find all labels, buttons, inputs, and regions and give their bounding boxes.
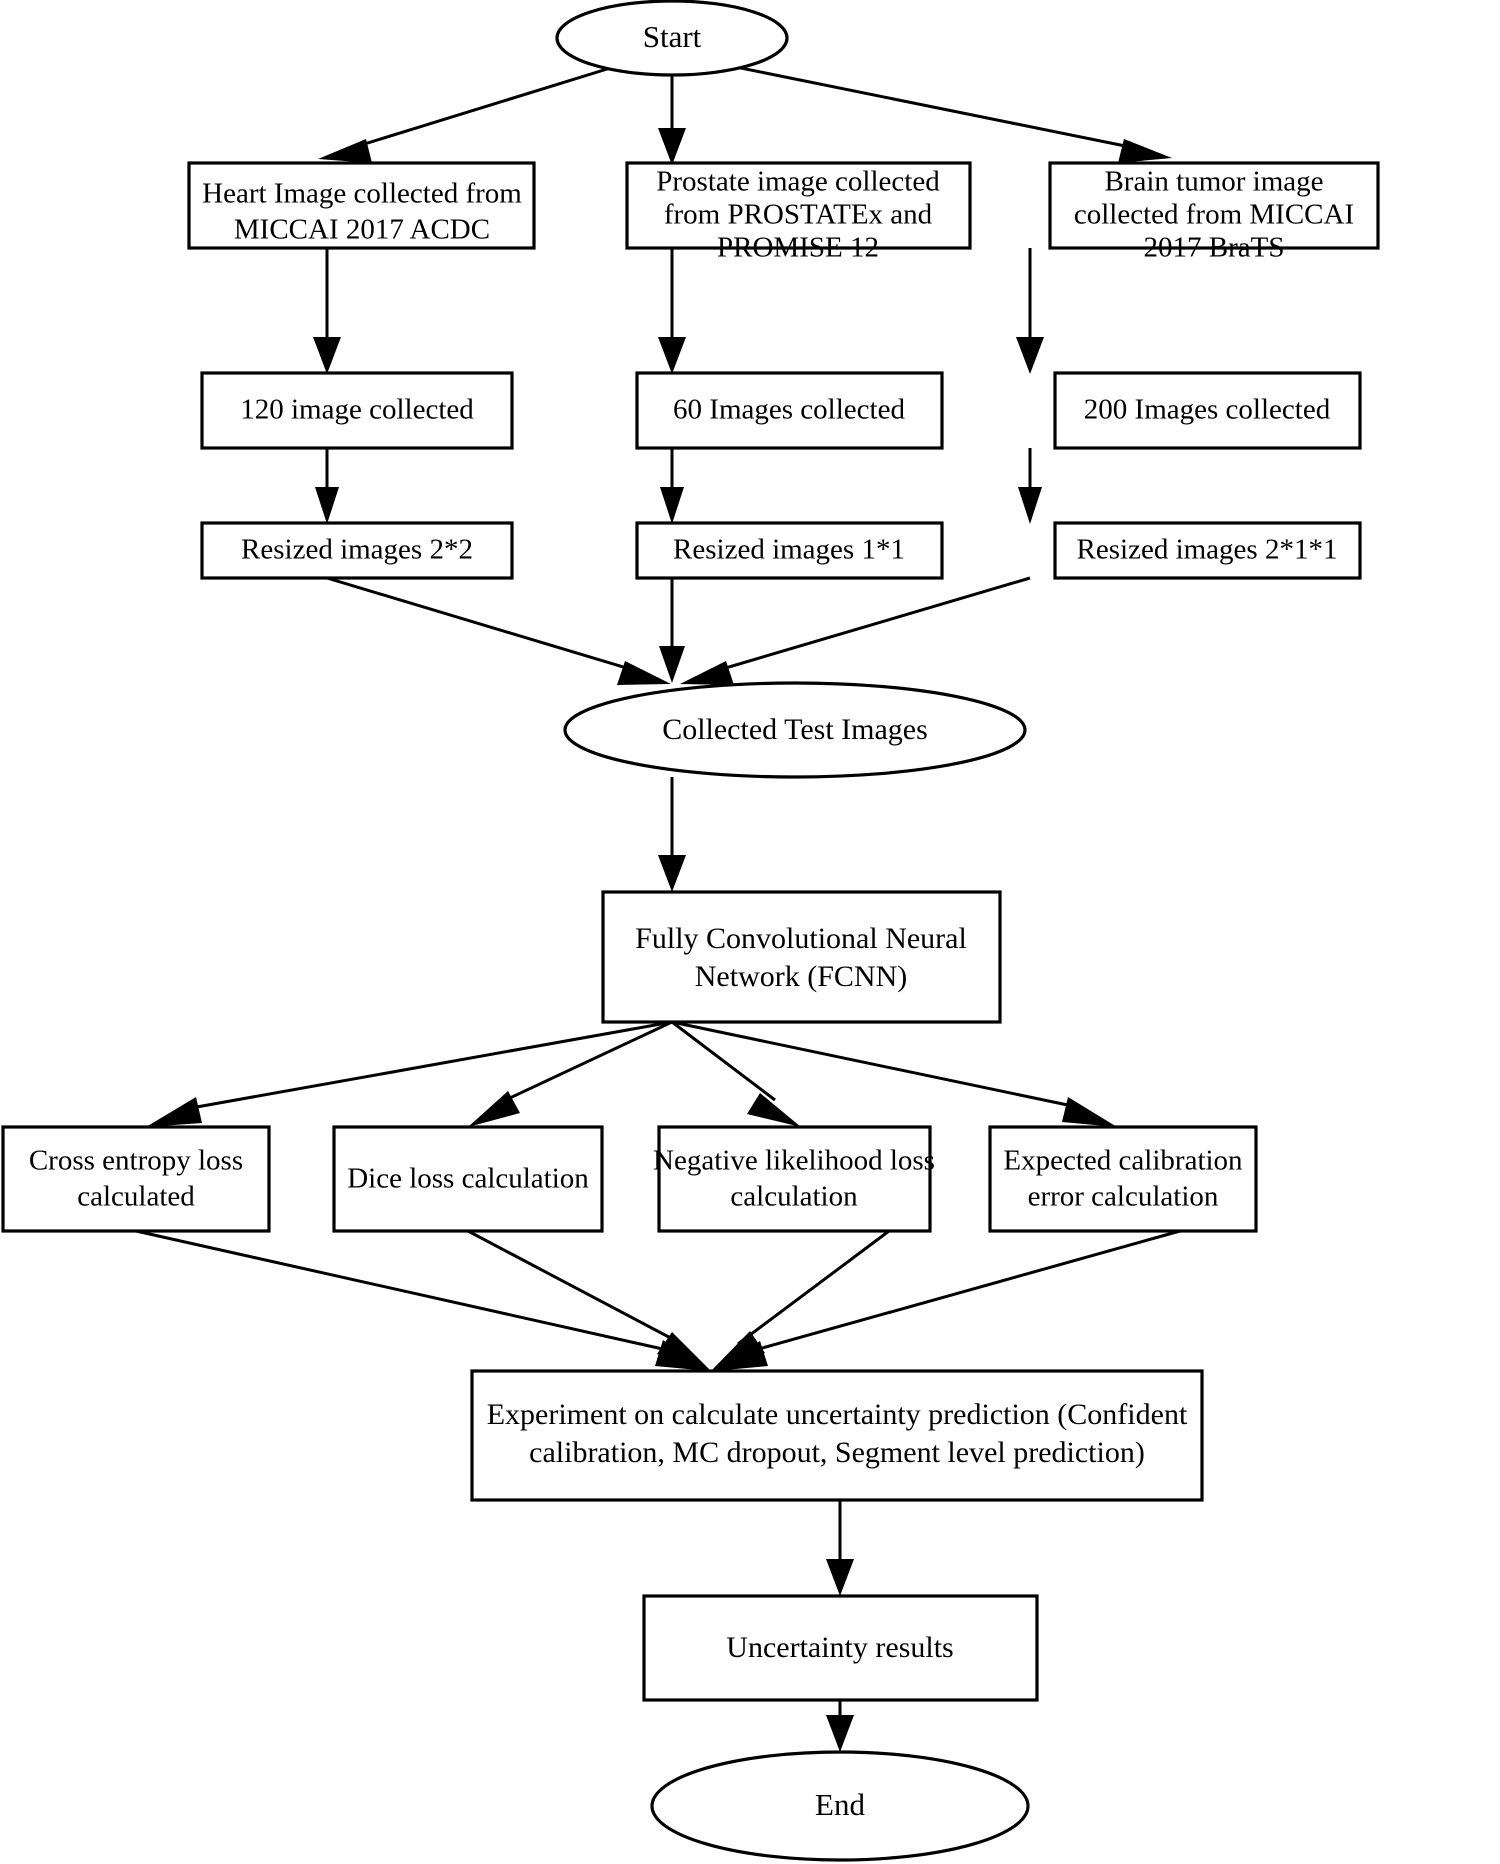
- node-start[interactable]: Start: [555, 0, 789, 77]
- node-end-label: End: [815, 1787, 865, 1822]
- node-brain-resize[interactable]: Resized images 2*1*1: [1053, 521, 1362, 580]
- edge-heart-count-to-resize: [315, 448, 339, 524]
- edge-experiment-to-uncertainty-results: [826, 1500, 854, 1596]
- node-collected-test-images-label: Collected Test Images: [662, 713, 928, 746]
- node-heart-source[interactable]: Heart Image collected from MICCAI 2017 A…: [187, 161, 536, 250]
- edge-brain-count-to-resize: [1018, 448, 1042, 524]
- node-experiment-line2: calibration, MC dropout, Segment level p…: [529, 1436, 1145, 1469]
- edge-expected-calibration-to-experiment: [714, 1229, 1181, 1371]
- edge-prostate-count-to-resize: [660, 448, 684, 524]
- node-brain-source[interactable]: Brain tumor image collected from MICCAI …: [1048, 161, 1380, 264]
- edge-fcnn-to-cross-entropy: [146, 1020, 673, 1127]
- node-experiment[interactable]: Experiment on calculate uncertainty pred…: [470, 1369, 1204, 1502]
- node-brain-count[interactable]: 200 Images collected: [1053, 371, 1362, 450]
- node-dice-loss[interactable]: Dice loss calculation: [332, 1125, 604, 1233]
- node-experiment-line1: Experiment on calculate uncertainty pred…: [487, 1398, 1188, 1431]
- node-prostate-count[interactable]: 60 Images collected: [635, 371, 944, 450]
- node-neg-likelihood-line2: calculation: [730, 1181, 858, 1213]
- node-end[interactable]: End: [650, 1750, 1030, 1862]
- edge-brain-resize-to-collected: [680, 576, 1031, 685]
- edge-heart-source-to-count: [313, 248, 341, 374]
- edge-fcnn-to-expected-calibration: [671, 1020, 1117, 1127]
- node-prostate-source-line2: from PROSTATEx and: [664, 199, 933, 231]
- node-heart-source-line1: Heart Image collected from: [202, 178, 522, 210]
- node-fcnn[interactable]: Fully Convolutional Neural Network (FCNN…: [601, 890, 1002, 1024]
- node-heart-source-line2: MICCAI 2017 ACDC: [234, 214, 490, 246]
- node-fcnn-line2: Network (FCNN): [695, 960, 907, 993]
- node-uncertainty-results[interactable]: Uncertainty results: [642, 1594, 1039, 1702]
- node-cross-entropy-line1: Cross entropy loss: [29, 1145, 243, 1177]
- edge-prostate-source-to-count: [658, 248, 686, 374]
- edge-cross-entropy-to-experiment: [135, 1229, 709, 1371]
- node-brain-resize-label: Resized images 2*1*1: [1077, 534, 1338, 566]
- node-heart-count[interactable]: 120 image collected: [200, 371, 514, 450]
- node-neg-likelihood[interactable]: Negative likelihood loss calculation: [653, 1125, 935, 1233]
- node-brain-count-label: 200 Images collected: [1084, 394, 1331, 426]
- node-start-label: Start: [643, 19, 702, 54]
- node-prostate-resize[interactable]: Resized images 1*1: [635, 521, 944, 580]
- edge-brain-source-to-count: [1016, 248, 1044, 374]
- node-dice-loss-line1: Dice loss calculation: [347, 1163, 589, 1195]
- node-heart-resize[interactable]: Resized images 2*2: [200, 521, 514, 580]
- node-heart-count-label: 120 image collected: [240, 394, 474, 426]
- edge-start-to-heart-source: [318, 63, 621, 163]
- edge-collected-to-fcnn: [658, 777, 686, 892]
- node-expected-calibration-line2: error calculation: [1028, 1181, 1219, 1213]
- edge-heart-resize-to-collected: [326, 576, 671, 685]
- edge-fcnn-to-neg-likelihood: [671, 1020, 801, 1127]
- node-prostate-resize-label: Resized images 1*1: [673, 534, 905, 566]
- edge-start-to-brain-source: [725, 63, 1172, 163]
- edge-neg-likelihood-to-experiment: [711, 1229, 890, 1371]
- node-neg-likelihood-line1: Negative likelihood loss: [653, 1145, 935, 1177]
- node-heart-resize-label: Resized images 2*2: [241, 534, 473, 566]
- node-expected-calibration-line1: Expected calibration: [1003, 1145, 1243, 1177]
- node-prostate-source-line3: PROMISE 12: [717, 232, 879, 264]
- node-expected-calibration[interactable]: Expected calibration error calculation: [988, 1125, 1258, 1233]
- node-uncertainty-results-label: Uncertainty results: [726, 1631, 953, 1664]
- node-collected-test-images[interactable]: Collected Test Images: [563, 681, 1027, 779]
- node-prostate-source-line1: Prostate image collected: [656, 166, 940, 198]
- edge-start-to-prostate-source: [658, 72, 686, 165]
- node-brain-source-line3: 2017 BraTS: [1144, 232, 1285, 264]
- node-cross-entropy[interactable]: Cross entropy loss calculated: [1, 1125, 271, 1233]
- node-prostate-source[interactable]: Prostate image collected from PROSTATEx …: [625, 161, 972, 264]
- node-brain-source-line1: Brain tumor image: [1104, 166, 1323, 198]
- edge-prostate-resize-to-collected: [659, 578, 685, 683]
- node-fcnn-line1: Fully Convolutional Neural: [635, 922, 967, 955]
- edge-dice-loss-to-experiment: [467, 1229, 711, 1371]
- node-brain-source-line2: collected from MICCAI: [1074, 199, 1354, 231]
- edge-uncertainty-results-to-end: [826, 1700, 854, 1752]
- node-cross-entropy-line2: calculated: [77, 1181, 195, 1213]
- node-prostate-count-label: 60 Images collected: [673, 394, 905, 426]
- edge-fcnn-to-dice-loss: [468, 1020, 673, 1127]
